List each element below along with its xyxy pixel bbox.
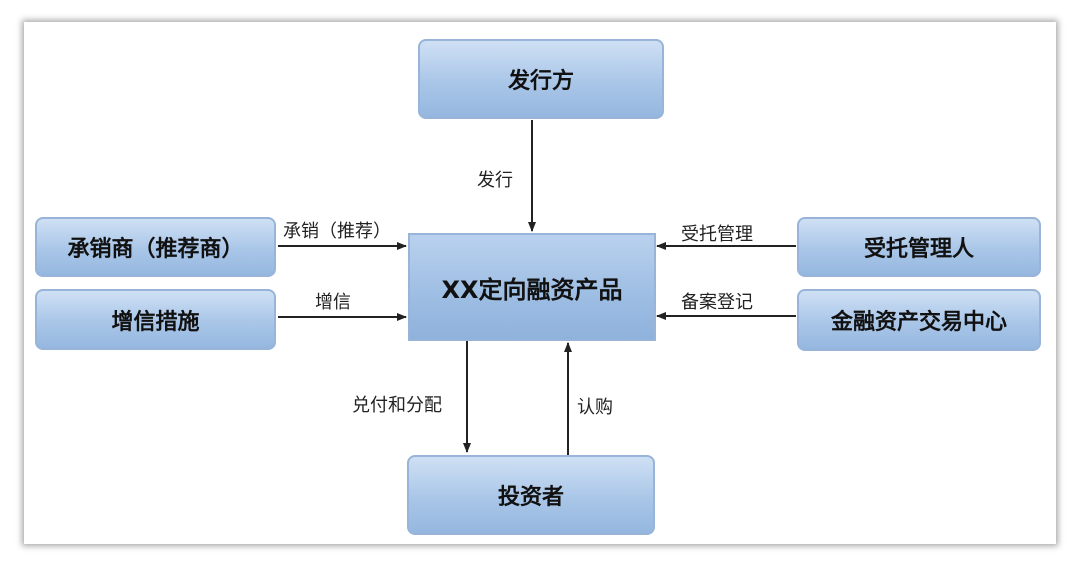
issuer-node: 发行方: [418, 39, 664, 119]
underwriter-node: 承销商（推荐商）: [35, 217, 276, 277]
trust-manage-label: 受托管理: [681, 224, 753, 245]
filing-label: 备案登记: [681, 292, 753, 313]
trustee-node: 受托管理人: [797, 217, 1041, 277]
exchange-center-node: 金融资产交易中心: [797, 289, 1041, 351]
product-node: XX定向融资产品: [408, 233, 656, 341]
subscribe-label: 认购: [577, 397, 613, 418]
credit-enhancement-node: 增信措施: [35, 289, 276, 350]
investor-node: 投资者: [407, 455, 655, 535]
issue-label: 发行: [477, 170, 513, 191]
enhance-label: 增信: [315, 292, 351, 313]
payout-label: 兑付和分配: [352, 395, 442, 416]
underwrite-label: 承销（推荐）: [283, 221, 391, 242]
